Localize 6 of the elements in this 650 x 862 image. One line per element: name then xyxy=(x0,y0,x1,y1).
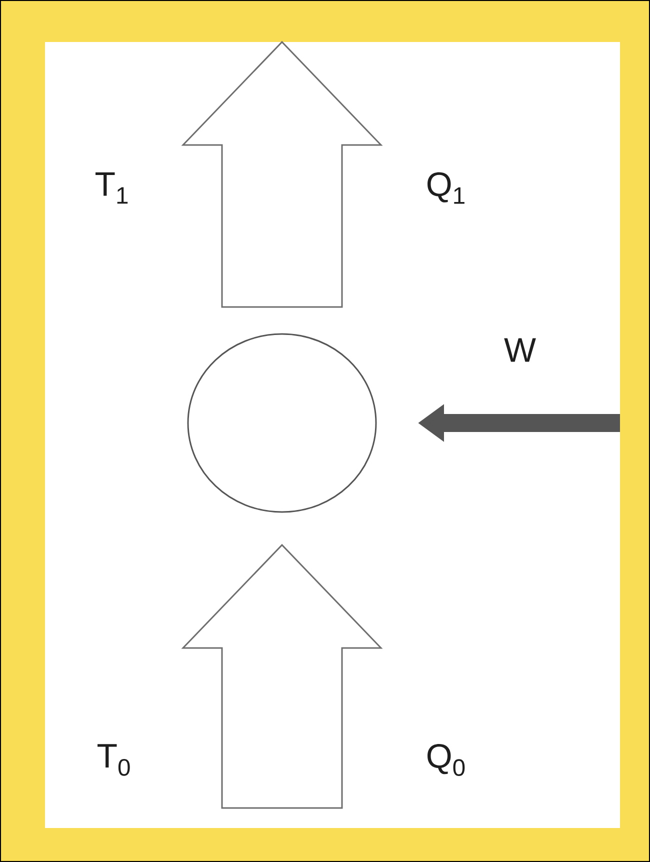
symbol-label: T$_{0}$ xyxy=(98,744,130,776)
symbol-label: Q$_{1}$ xyxy=(428,172,464,204)
circle xyxy=(187,333,377,513)
symbol-label: T$_{1}$ xyxy=(96,172,128,204)
symbol-label: W xyxy=(504,338,536,362)
symbol-label: Q$_{0}$ xyxy=(428,744,465,776)
